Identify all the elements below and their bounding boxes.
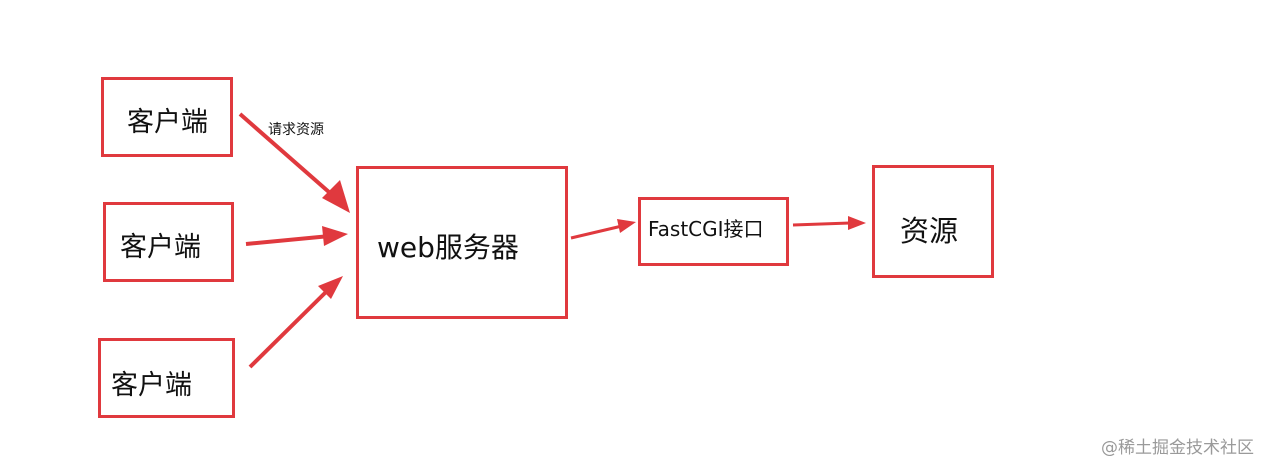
arrow-fastcgi-to-resource — [792, 216, 866, 230]
client-label-1: 客户端 — [127, 107, 208, 138]
request-annotation: 请求资源 — [268, 122, 324, 138]
arrow-client1-to-webserver — [238, 112, 350, 213]
fastcgi-label: FastCGI接口 — [648, 217, 764, 241]
arrow-webserver-to-fastcgi — [570, 219, 636, 240]
watermark: @稀土掘金技术社区 — [1101, 438, 1254, 458]
client-label-3: 客户端 — [111, 370, 192, 401]
arrow-client2-to-webserver — [245, 226, 348, 246]
client-box-1 — [101, 77, 233, 157]
arrow-client3-to-webserver — [248, 276, 343, 369]
client-box-3 — [98, 338, 235, 418]
web-server-box — [356, 166, 568, 319]
web-server-label: web服务器 — [377, 231, 519, 264]
resource-box — [872, 165, 994, 278]
client-box-2 — [103, 202, 234, 282]
fastcgi-box — [638, 197, 789, 266]
resource-label: 资源 — [900, 214, 959, 248]
client-label-2: 客户端 — [120, 232, 201, 263]
